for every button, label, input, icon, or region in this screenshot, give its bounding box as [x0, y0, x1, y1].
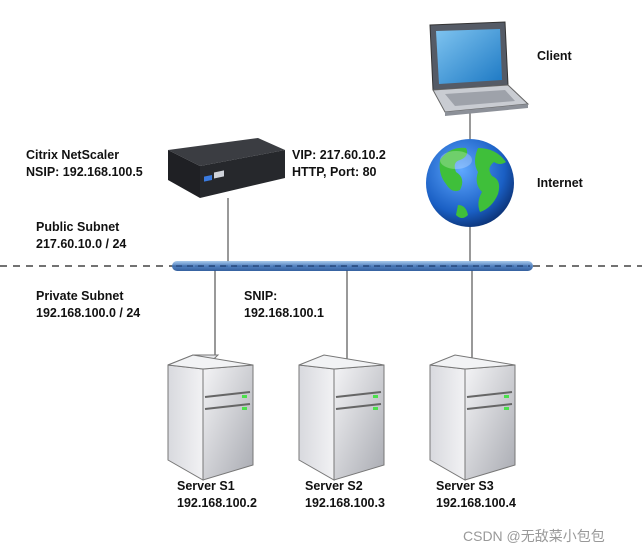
public-subnet-cidr: 217.60.10.0 / 24: [36, 237, 127, 251]
server-s3-info: Server S3 192.168.100.4: [436, 478, 516, 512]
internet-globe-icon: [426, 139, 514, 227]
snip-info: SNIP: 192.168.100.1: [244, 288, 324, 322]
server-ip: 192.168.100.3: [305, 496, 385, 510]
netscaler-nsip: NSIP: 192.168.100.5: [26, 165, 143, 179]
snip-label: SNIP:: [244, 289, 278, 303]
private-subnet-cidr: 192.168.100.0 / 24: [36, 306, 141, 320]
server-ip: 192.168.100.4: [436, 496, 516, 510]
server-name: Server S2: [305, 479, 363, 493]
server-s1-icon: [167, 354, 254, 481]
server-ip: 192.168.100.2: [177, 496, 257, 510]
internet-label: Internet: [537, 176, 583, 190]
vip-info: VIP: 217.60.10.2 HTTP, Port: 80: [292, 147, 386, 181]
vip-service: HTTP, Port: 80: [292, 165, 377, 179]
server-s2-info: Server S2 192.168.100.3: [305, 478, 385, 512]
connection-lines: [214, 112, 473, 362]
server-name: Server S1: [177, 479, 235, 493]
vip-address: VIP: 217.60.10.2: [292, 148, 386, 162]
public-subnet-label: Public Subnet: [36, 220, 120, 234]
netscaler-info: Citrix NetScaler NSIP: 192.168.100.5: [26, 147, 143, 181]
client-laptop-icon: [429, 21, 530, 116]
server-s3-icon: [429, 354, 516, 481]
server-s1-info: Server S1 192.168.100.2: [177, 478, 257, 512]
private-subnet-info: Private Subnet 192.168.100.0 / 24: [36, 288, 140, 322]
private-subnet-label: Private Subnet: [36, 289, 124, 303]
public-subnet-info: Public Subnet 217.60.10.0 / 24: [36, 219, 126, 253]
client-label: Client: [537, 49, 572, 63]
snip-ip: 192.168.100.1: [244, 306, 324, 320]
server-s2-icon: [298, 354, 385, 481]
netscaler-appliance-icon: [168, 138, 285, 198]
server-name: Server S3: [436, 479, 494, 493]
netscaler-name: Citrix NetScaler: [26, 148, 120, 162]
watermark: CSDN @无敌菜小包包: [463, 528, 605, 544]
